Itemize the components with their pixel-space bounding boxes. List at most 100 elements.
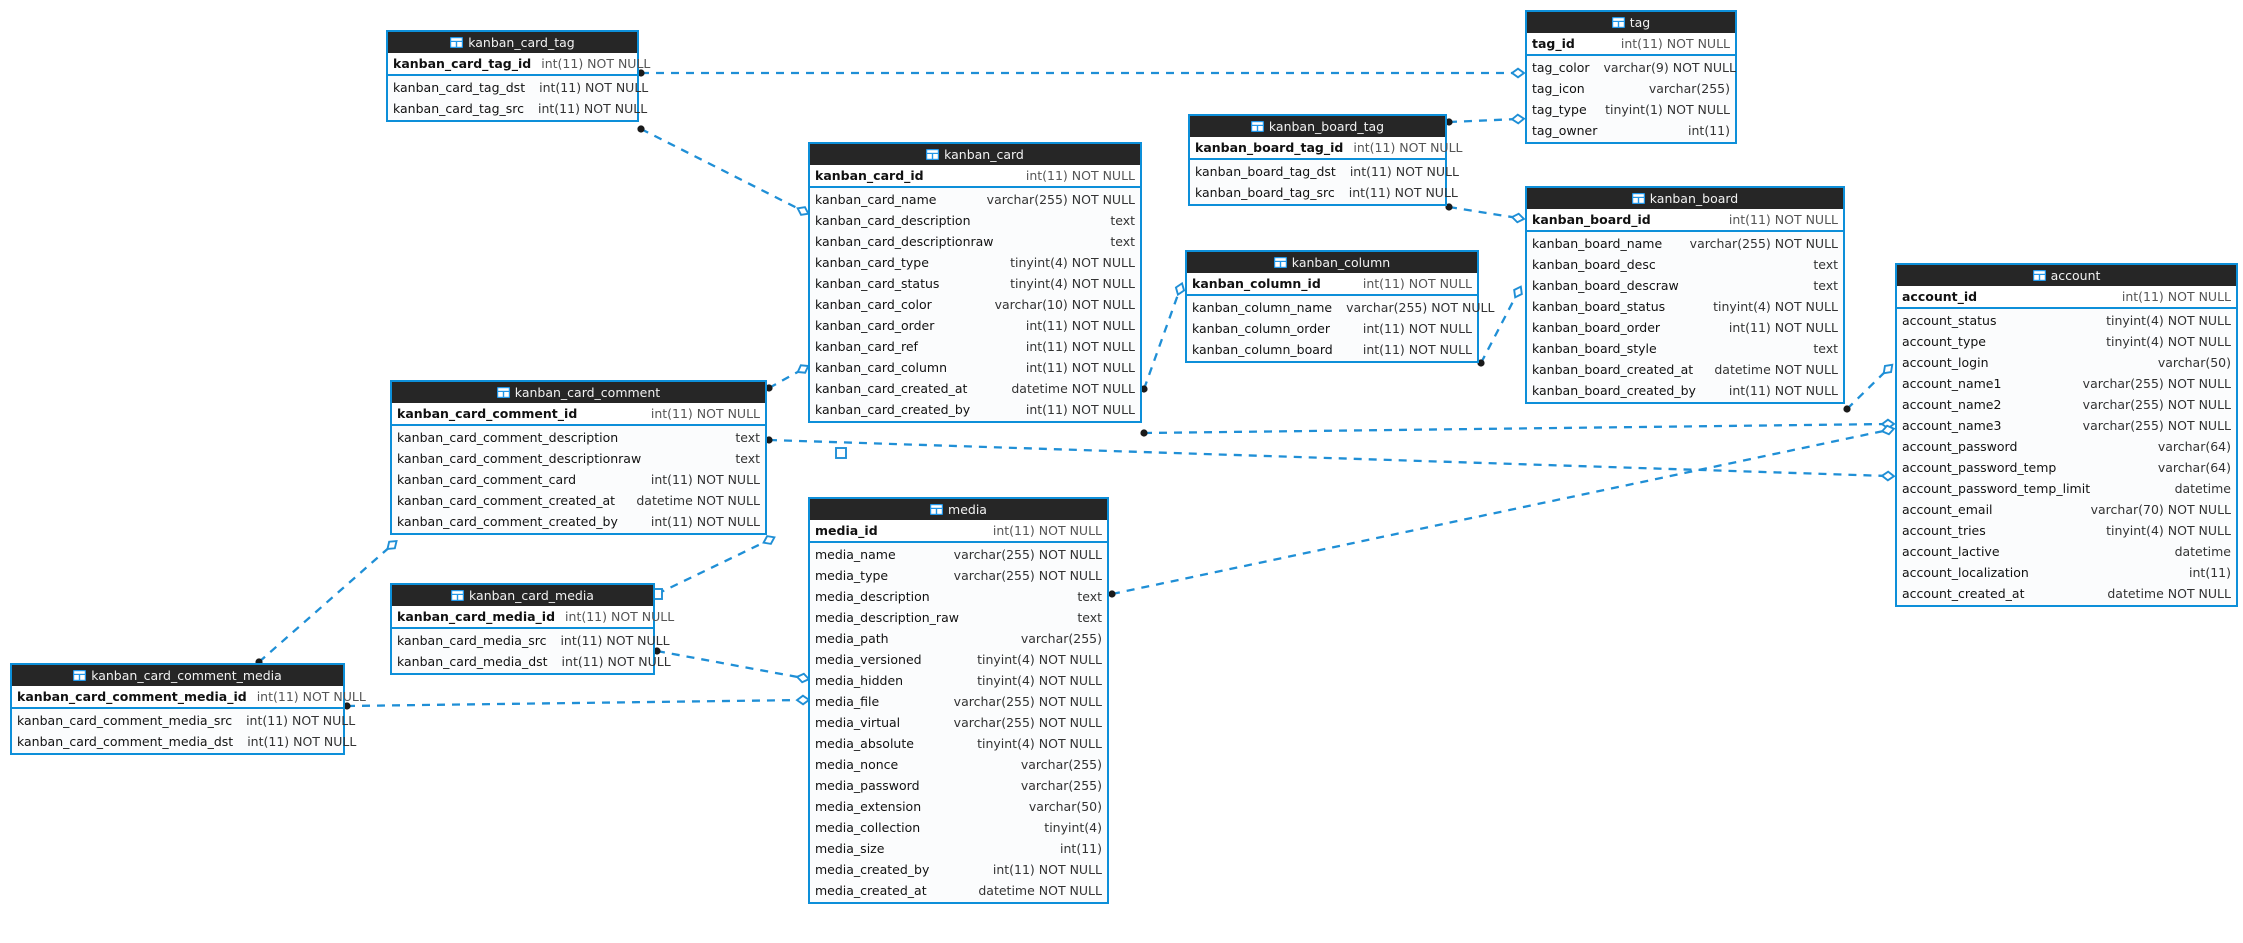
entity-header-kanban_column: kanban_column <box>1187 252 1477 273</box>
field-name: kanban_card_media_src <box>397 633 547 648</box>
field-name: kanban_board_style <box>1532 341 1657 356</box>
pk-field-name: kanban_card_id <box>815 168 924 183</box>
field-name: media_type <box>815 568 889 583</box>
pk-field-name: kanban_card_comment_media_id <box>17 689 247 704</box>
field-name: account_password_temp_limit <box>1902 481 2091 496</box>
field-type: varchar(50) <box>2157 355 2231 370</box>
